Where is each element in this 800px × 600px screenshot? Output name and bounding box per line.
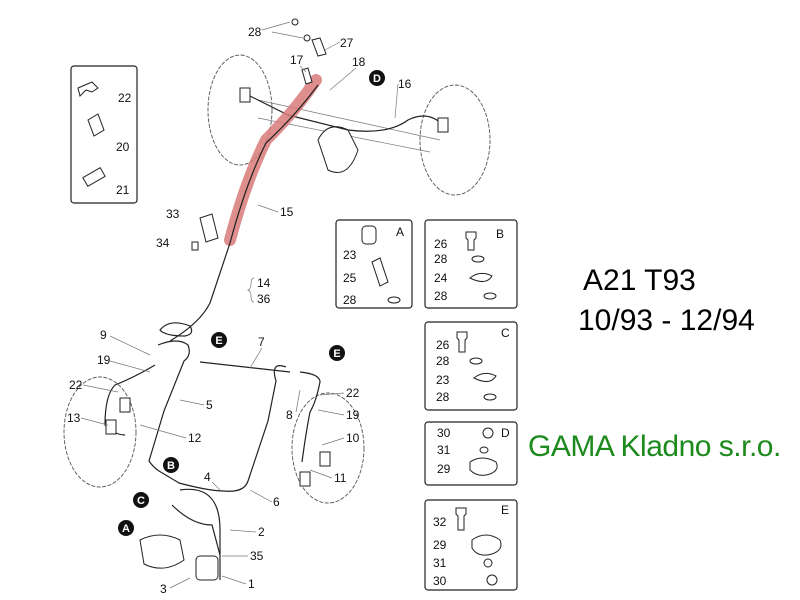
marker-e-right: E — [329, 345, 345, 361]
callout-31: 31 — [437, 443, 451, 457]
detail-box-a: A 23 25 28 — [335, 219, 413, 309]
marker-c: C — [133, 492, 149, 508]
callout-19: 19 — [97, 353, 111, 367]
marker-e-left: E — [211, 332, 227, 348]
callout-17: 17 — [290, 53, 304, 67]
callout-35: 35 — [250, 549, 264, 563]
callout-4: 4 — [204, 470, 211, 484]
callout-12: 12 — [188, 431, 202, 445]
detail-box-hose-parts: 22 20 21 — [70, 65, 138, 204]
callout-2: 2 — [258, 525, 265, 539]
callout-32: 32 — [433, 515, 447, 529]
callout-34: 34 — [156, 236, 170, 250]
callout-25: 25 — [343, 271, 357, 285]
production-dates: 10/93 - 12/94 — [578, 304, 755, 337]
detail-box-e: E 32 29 31 30 — [424, 499, 518, 591]
box-d-title: D — [501, 426, 510, 440]
callout-23: 23 — [343, 248, 357, 262]
svg-text:D: D — [373, 73, 381, 85]
rear-axle-drawing — [207, 54, 491, 196]
callout-28: 28 — [436, 390, 450, 404]
callout-10: 10 — [346, 431, 360, 445]
marker-a: A — [118, 520, 134, 536]
marker-d: D — [369, 70, 385, 86]
svg-text:B: B — [167, 460, 175, 472]
callout-6: 6 — [273, 495, 280, 509]
model-code: A21 T93 — [583, 264, 696, 297]
callout-18: 18 — [352, 55, 366, 69]
callout-16: 16 — [398, 77, 412, 91]
callout-36: 36 — [257, 292, 271, 306]
callout-7: 7 — [258, 335, 265, 349]
callout-27: 27 — [340, 36, 354, 50]
callout-11: 11 — [334, 471, 347, 485]
callout-24: 24 — [434, 271, 448, 285]
callout-26: 26 — [436, 338, 450, 352]
callout-28: 28 — [248, 25, 262, 39]
svg-text:E: E — [333, 348, 340, 360]
callout-28: 28 — [434, 289, 448, 303]
detail-box-b: B 26 28 24 28 — [424, 219, 518, 309]
callout-22: 22 — [346, 386, 360, 400]
box-e-title: E — [501, 503, 509, 517]
detail-box-d: D 30 31 29 — [424, 421, 518, 486]
callout-28: 28 — [343, 293, 357, 307]
callout-21: 21 — [116, 183, 130, 197]
callout-30: 30 — [433, 574, 447, 588]
box-b-title: B — [496, 227, 504, 241]
svg-text:E: E — [215, 335, 222, 347]
callout-29: 29 — [433, 538, 447, 552]
detail-box-c: C 26 28 23 28 — [424, 321, 518, 411]
callout-8: 8 — [286, 408, 293, 422]
callout-15: 15 — [280, 205, 294, 219]
box-c-title: C — [501, 326, 510, 340]
callout-5: 5 — [206, 398, 213, 412]
callout-9: 9 — [100, 328, 107, 342]
callout-14: 14 — [257, 276, 271, 290]
svg-text:A: A — [122, 523, 130, 535]
callout-22: 22 — [69, 378, 83, 392]
svg-text:C: C — [137, 495, 145, 507]
front-brake-drawing — [63, 322, 365, 581]
callout-23: 23 — [436, 373, 450, 387]
callout-29: 29 — [437, 462, 451, 476]
callout-28: 28 — [434, 252, 448, 266]
box-a-title: A — [396, 225, 404, 239]
highlighted-brake-hose — [224, 74, 322, 246]
callout-22: 22 — [118, 91, 132, 105]
callout-31: 31 — [433, 556, 447, 570]
watermark-company: GAMA Kladno s.r.o. — [528, 430, 781, 463]
callout-28: 28 — [436, 354, 450, 368]
callout-19: 19 — [346, 408, 360, 422]
callout-13: 13 — [67, 411, 81, 425]
callout-20: 20 — [116, 140, 130, 154]
callout-26: 26 — [434, 237, 448, 251]
callout-33: 33 — [166, 207, 180, 221]
callout-1: 1 — [248, 577, 255, 591]
marker-b: B — [163, 457, 179, 473]
callout-3: 3 — [160, 582, 167, 596]
callout-30: 30 — [437, 426, 451, 440]
